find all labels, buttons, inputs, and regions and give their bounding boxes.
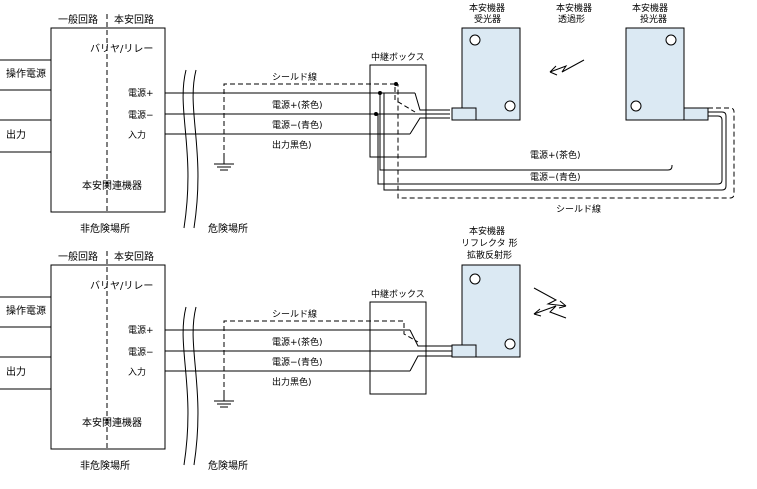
bottom-device-label: 本安関連機器 xyxy=(82,416,142,429)
bottom-barrier-label: バリヤ/リレー xyxy=(90,280,153,292)
top-shield-label: シールド線 xyxy=(272,71,317,83)
top-emitter-screw xyxy=(630,100,642,112)
bottom-junction-box xyxy=(369,301,427,395)
bottom-sensor-screw xyxy=(504,338,516,350)
bottom-shield-label: シールド線 xyxy=(272,308,317,320)
top-light-arrow-icon xyxy=(549,65,558,76)
bottom-output-label: 出力 xyxy=(6,365,26,378)
top-return-shield xyxy=(397,84,735,199)
top-input-label: 入力 xyxy=(128,129,146,141)
top-receiver-screw xyxy=(504,100,516,112)
top-barrier-label: バリヤ/リレー xyxy=(90,43,153,55)
bottom-return-beam-icon xyxy=(533,305,567,319)
bottom-emit-beam-icon xyxy=(533,287,567,307)
bottom-sensor-title: 本安機器 xyxy=(469,225,505,237)
bottom-wire-blue-label: 電源−(青色) xyxy=(272,356,323,368)
top-op-power-label: 操作電源 xyxy=(6,67,46,80)
top-shield-2-label: シールド線 xyxy=(556,203,601,215)
top-wire-blue-label: 電源−(青色) xyxy=(272,119,323,131)
top-wire-black-label: 出力黒色) xyxy=(272,139,312,151)
bottom-op-power-label: 操作電源 xyxy=(6,304,46,317)
bottom-boundary-line-1 xyxy=(182,306,189,466)
top-power-plus-label: 電源+ xyxy=(128,88,154,99)
top-general-circuit-label: 一般回路 xyxy=(58,13,98,26)
bottom-shield-line xyxy=(223,320,419,395)
bottom-sensor-lens xyxy=(469,273,481,285)
top-wire-brown-label: 電源+(茶色) xyxy=(272,99,323,111)
top-junction-node-3 xyxy=(394,82,398,86)
top-wire-brown-2-label: 電源+(茶色) xyxy=(530,149,581,161)
top-emitter-lens xyxy=(665,34,677,46)
bottom-general-circuit-label: 一般回路 xyxy=(58,250,98,263)
bottom-emit-arrow-icon xyxy=(558,300,567,309)
bottom-sensor-lead-3 xyxy=(409,355,452,372)
top-output-label: 出力 xyxy=(6,128,26,141)
top-device-label: 本安関連機器 xyxy=(82,179,142,192)
top-receiver-lead-2 xyxy=(414,92,450,111)
top-emitter-sub: 投光器 xyxy=(640,13,667,25)
bottom-input-label: 入力 xyxy=(128,366,146,378)
bottom-sensor-cable-gland xyxy=(451,344,477,358)
top-non-hazard-label: 非危険場所 xyxy=(80,222,130,235)
top-receiver-lens xyxy=(469,34,481,46)
top-diagram: 一般回路 本安回路 バリヤ/リレー 本安関連機器 非危険場所 危険場所 操作電源… xyxy=(0,2,735,235)
bottom-return-arrow-icon xyxy=(533,308,542,317)
top-boundary-line-1 xyxy=(182,69,189,229)
bottom-wire-black-label: 出力黒色) xyxy=(272,376,312,388)
bottom-hazard-label: 危険場所 xyxy=(208,459,248,472)
bottom-sensor-line2: リフレクタ 形 xyxy=(461,237,518,249)
bottom-power-minus-label: 電源− xyxy=(128,347,154,358)
top-junction-label: 中継ボックス xyxy=(371,51,425,63)
top-return-wire-brown-inner xyxy=(379,93,673,171)
top-hazard-label: 危険場所 xyxy=(208,222,248,235)
top-receiver-cable-gland xyxy=(451,107,477,121)
bottom-is-circuit-label: 本安回路 xyxy=(114,250,154,263)
top-through-sub: 透過形 xyxy=(558,13,585,25)
bottom-sensor-lead-1 xyxy=(409,329,452,347)
top-power-minus-label: 電源− xyxy=(128,110,154,121)
top-receiver-title: 本安機器 xyxy=(469,2,505,14)
top-emitter-cable-gland xyxy=(683,107,709,121)
top-return-wire-brown xyxy=(380,92,727,191)
top-receiver-sub: 受光器 xyxy=(474,13,501,25)
top-return-wire-blue xyxy=(376,113,723,185)
top-through-title: 本安機器 xyxy=(556,2,592,14)
top-is-circuit-label: 本安回路 xyxy=(114,13,154,26)
bottom-boundary-line-2 xyxy=(192,306,199,466)
bottom-non-hazard-label: 非危険場所 xyxy=(80,459,130,472)
bottom-sensor-line3: 拡散反射形 xyxy=(467,249,512,261)
bottom-diagram: 一般回路 本安回路 バリヤ/リレー 本安関連機器 非危険場所 危険場所 操作電源… xyxy=(0,225,567,472)
top-emitter-title: 本安機器 xyxy=(632,2,668,14)
top-light-beam-icon xyxy=(549,59,585,73)
bottom-power-plus-label: 電源+ xyxy=(128,325,154,336)
bottom-wire-brown-label: 電源+(茶色) xyxy=(272,336,323,348)
top-boundary-line-2 xyxy=(192,69,199,229)
bottom-junction-label: 中継ボックス xyxy=(371,288,425,300)
top-receiver-lead-3 xyxy=(409,117,450,135)
top-wire-blue-2-label: 電源−(青色) xyxy=(530,171,581,183)
